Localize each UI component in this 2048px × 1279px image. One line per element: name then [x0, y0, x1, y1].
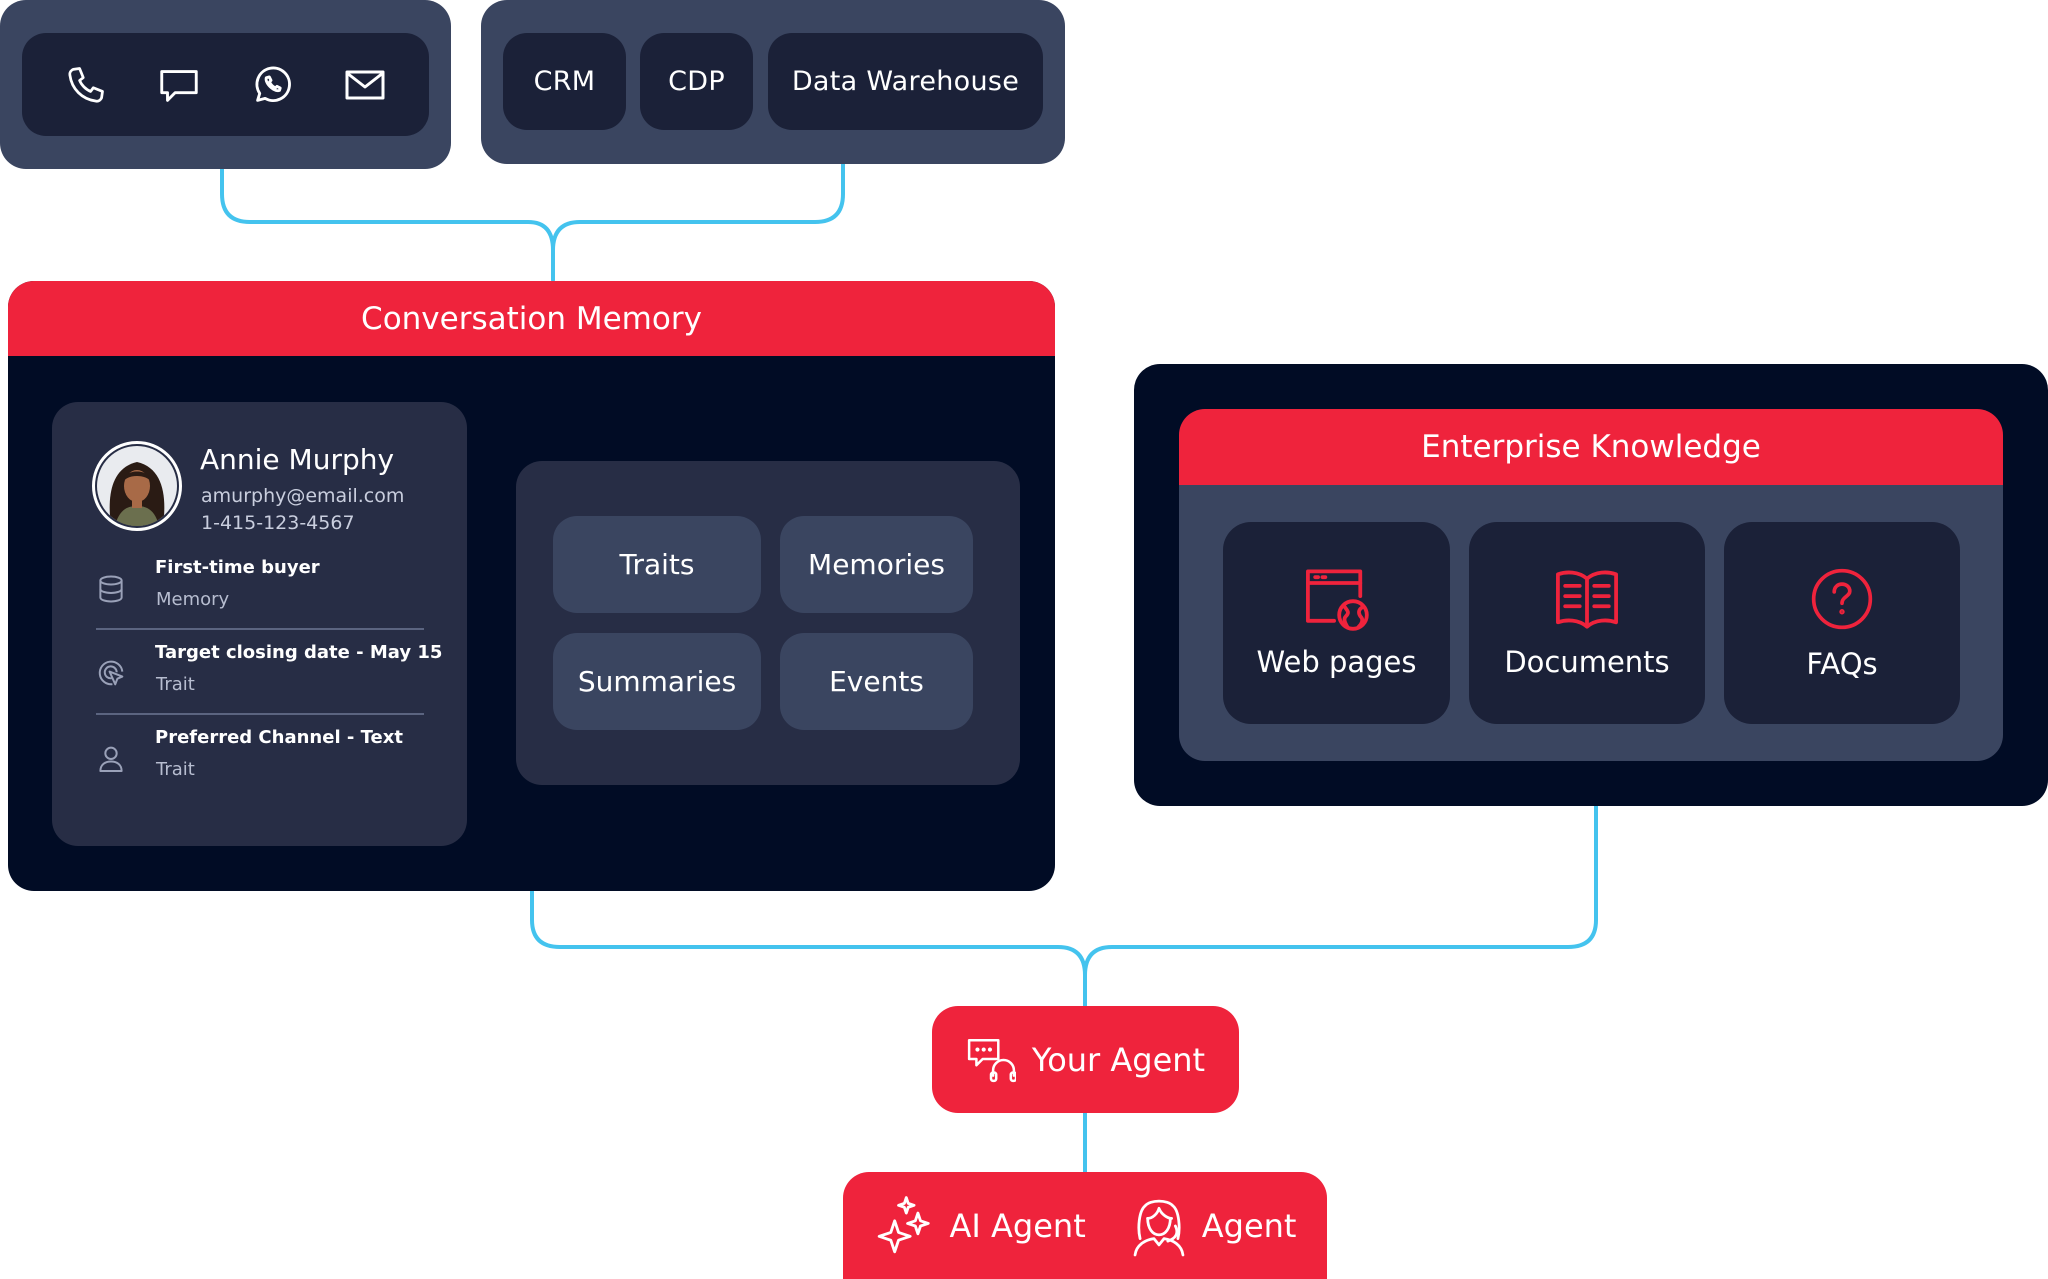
cdp-chip[interactable]: CDP: [640, 33, 753, 130]
traits-label: Traits: [619, 548, 695, 581]
events-tile[interactable]: Events: [780, 633, 973, 730]
events-label: Events: [829, 665, 924, 698]
trait-row-kind: Trait: [156, 759, 195, 780]
summaries-tile[interactable]: Summaries: [553, 633, 761, 730]
summaries-label: Summaries: [577, 665, 737, 698]
question-circle-icon: [1811, 568, 1873, 630]
data-warehouse-chip[interactable]: Data Warehouse: [768, 33, 1043, 130]
memory-row-kind: Memory: [156, 589, 230, 610]
agent-person-icon: [1133, 1199, 1185, 1256]
enterprise-knowledge-panel: Enterprise Knowledge Web pages Documents…: [1134, 364, 2048, 806]
agents-box: AI Agent Agent: [843, 1172, 1327, 1279]
your-agent-label: Your Agent: [1031, 1040, 1206, 1079]
row-icon: [94, 572, 128, 610]
conversation-memory-panel: Conversation Memory Annie Murphy amurphy…: [8, 281, 1055, 891]
crm-chip[interactable]: CRM: [503, 33, 626, 130]
web-pages-tile[interactable]: Web pages: [1223, 522, 1450, 724]
web-page-icon: [1305, 569, 1369, 631]
memory-types-panel: Traits Memories Summaries Events: [516, 461, 1020, 785]
profile-card: Annie Murphy amurphy@email.com 1-415-123…: [52, 402, 467, 846]
trait-row-title: Target closing date - May 15: [155, 642, 443, 663]
row-icon: [94, 656, 128, 694]
trait-row-title: Preferred Channel - Text: [155, 727, 403, 748]
faqs-tile[interactable]: FAQs: [1724, 522, 1960, 724]
sparkles-icon: [877, 1195, 930, 1253]
user-icon: [99, 746, 123, 773]
avatar: [92, 441, 182, 531]
chat-bubble-icon[interactable]: [140, 46, 218, 124]
trait-row-kind: Trait: [156, 674, 195, 695]
phone-icon[interactable]: [47, 46, 125, 124]
database-icon: [99, 575, 123, 603]
your-agent-box[interactable]: Your Agent: [932, 1006, 1239, 1113]
web-pages-label: Web pages: [1256, 645, 1417, 679]
profile-email: amurphy@email.com: [201, 485, 405, 507]
conversation-memory-title: Conversation Memory: [361, 300, 702, 337]
ai-agent-label[interactable]: AI Agent: [949, 1206, 1086, 1245]
mail-icon[interactable]: [326, 46, 404, 124]
chat-headset-icon: [967, 1038, 1016, 1082]
documents-tile[interactable]: Documents: [1469, 522, 1705, 724]
cdp-label: CDP: [668, 66, 725, 97]
row-divider: [96, 713, 424, 715]
profile-name: Annie Murphy: [200, 443, 395, 476]
profile-phone: 1-415-123-4567: [201, 512, 355, 534]
memories-label: Memories: [808, 548, 945, 581]
enterprise-knowledge-title: Enterprise Knowledge: [1421, 429, 1761, 465]
enterprise-knowledge-header: Enterprise Knowledge: [1179, 409, 2003, 485]
data-sources-panel: CRM CDP Data Warehouse: [481, 0, 1065, 164]
open-book-icon: [1556, 570, 1618, 629]
faqs-label: FAQs: [1806, 647, 1878, 681]
conversation-memory-header: Conversation Memory: [8, 281, 1055, 356]
target-icon: [98, 660, 124, 686]
agent-label[interactable]: Agent: [1201, 1206, 1297, 1245]
memory-row-title: First-time buyer: [155, 557, 320, 578]
traits-tile[interactable]: Traits: [553, 516, 761, 613]
channels-bar: [22, 33, 429, 136]
data-warehouse-label: Data Warehouse: [791, 66, 1020, 97]
documents-label: Documents: [1504, 645, 1670, 679]
whatsapp-icon[interactable]: [233, 46, 311, 124]
enterprise-knowledge-body: Web pages Documents FAQs: [1179, 485, 2003, 761]
memories-tile[interactable]: Memories: [780, 516, 973, 613]
avatar-portrait-icon: [97, 446, 177, 526]
crm-label: CRM: [533, 66, 596, 97]
channels-panel: [0, 0, 451, 169]
row-icon: [94, 742, 128, 780]
row-divider: [96, 628, 424, 630]
